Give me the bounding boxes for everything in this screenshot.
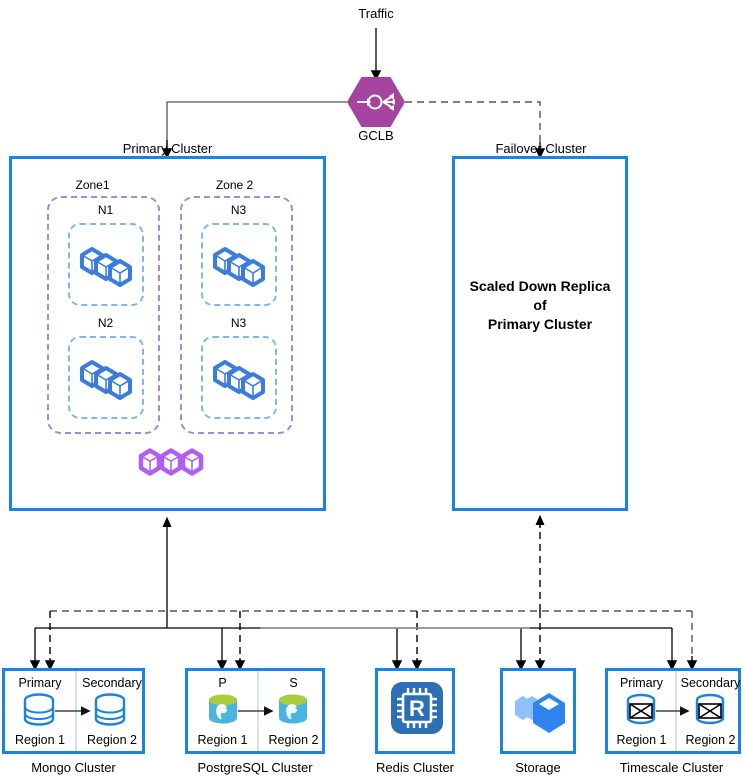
kubernetes-nodes-icon: [213, 360, 265, 400]
zone-box-2: N3 N3: [180, 196, 293, 434]
zone-box-1: N1 N2: [47, 196, 160, 434]
node-box-n2: [68, 336, 144, 419]
failover-body-line-3: Primary Cluster: [487, 316, 593, 332]
store-role-s: S: [289, 676, 298, 690]
svg-text:R: R: [409, 696, 425, 721]
store-box-postgresql[interactable]: P S Region 1 Region 2: [185, 668, 325, 754]
store-region-1: Region 1: [616, 733, 667, 747]
storage-bucket-icon: [515, 693, 565, 733]
failover-body-line-2: of: [533, 297, 547, 313]
timescale-db-icon: [695, 693, 725, 725]
postgresql-icon: [279, 694, 307, 724]
traffic-label: Traffic: [358, 6, 394, 21]
zone-label-2: Zone 2: [215, 178, 254, 192]
node-label-n1: N1: [97, 203, 114, 217]
pods-group: [134, 447, 214, 483]
store-region-2: Region 2: [685, 733, 736, 747]
load-balancer-icon: [347, 77, 405, 127]
store-region-1: Region 1: [197, 733, 248, 747]
store-title-mongo: Mongo Cluster: [31, 760, 116, 775]
failover-cluster-box[interactable]: Scaled Down Replica of Primary Cluster: [452, 156, 628, 511]
store-role-p: P: [218, 676, 227, 690]
store-region-2: Region 2: [268, 733, 319, 747]
redis-icon: R: [391, 682, 443, 734]
store-box-storage[interactable]: [500, 668, 576, 754]
mongo-db-icon: [23, 693, 55, 726]
store-title-postgresql: PostgreSQL Cluster: [197, 760, 313, 775]
zone-label-1: Zone1: [75, 178, 110, 192]
failover-cluster-label: Failover Cluster: [495, 141, 587, 156]
node-label-n3-b: N3: [230, 316, 247, 330]
mongo-db-icon: [94, 693, 126, 726]
postgresql-icon: [209, 694, 237, 724]
store-box-timescale[interactable]: Primary Secondary: [605, 668, 741, 754]
store-region-1: Region 1: [14, 733, 66, 747]
gclb-node[interactable]: [347, 76, 405, 128]
failover-body-line-1: Scaled Down Replica: [469, 278, 611, 294]
store-region-2: Region 2: [86, 733, 138, 747]
replication-arrow-icon: [656, 706, 690, 716]
primary-cluster-box[interactable]: Zone1 N1 N2: [9, 156, 326, 511]
primary-cluster-label: Primary Cluster: [122, 141, 213, 156]
pods-icon: [138, 448, 204, 476]
store-role-primary: Primary: [619, 676, 664, 690]
node-box-n3-b: [201, 336, 277, 419]
store-title-redis: Redis Cluster: [375, 760, 455, 775]
kubernetes-nodes-icon: [80, 360, 132, 400]
kubernetes-nodes-icon: [213, 247, 265, 287]
gclb-label: GCLB: [358, 128, 394, 143]
store-title-timescale: Timescale Cluster: [619, 760, 724, 775]
node-box-n3-a: [201, 223, 277, 306]
store-box-mongo[interactable]: Primary Secondary Re: [2, 668, 145, 754]
store-box-redis[interactable]: R: [375, 668, 455, 754]
store-title-storage: Storage: [515, 760, 561, 775]
replication-arrow-icon: [238, 706, 274, 716]
kubernetes-nodes-icon: [80, 247, 132, 287]
store-role-secondary: Secondary: [82, 676, 142, 690]
node-label-n2: N2: [97, 316, 114, 330]
node-label-n3-a: N3: [230, 203, 247, 217]
timescale-db-icon: [626, 693, 656, 725]
replication-arrow-icon: [55, 706, 91, 716]
store-role-secondary: Secondary: [680, 676, 741, 690]
node-box-n1: [68, 223, 144, 306]
store-role-primary: Primary: [18, 676, 62, 690]
